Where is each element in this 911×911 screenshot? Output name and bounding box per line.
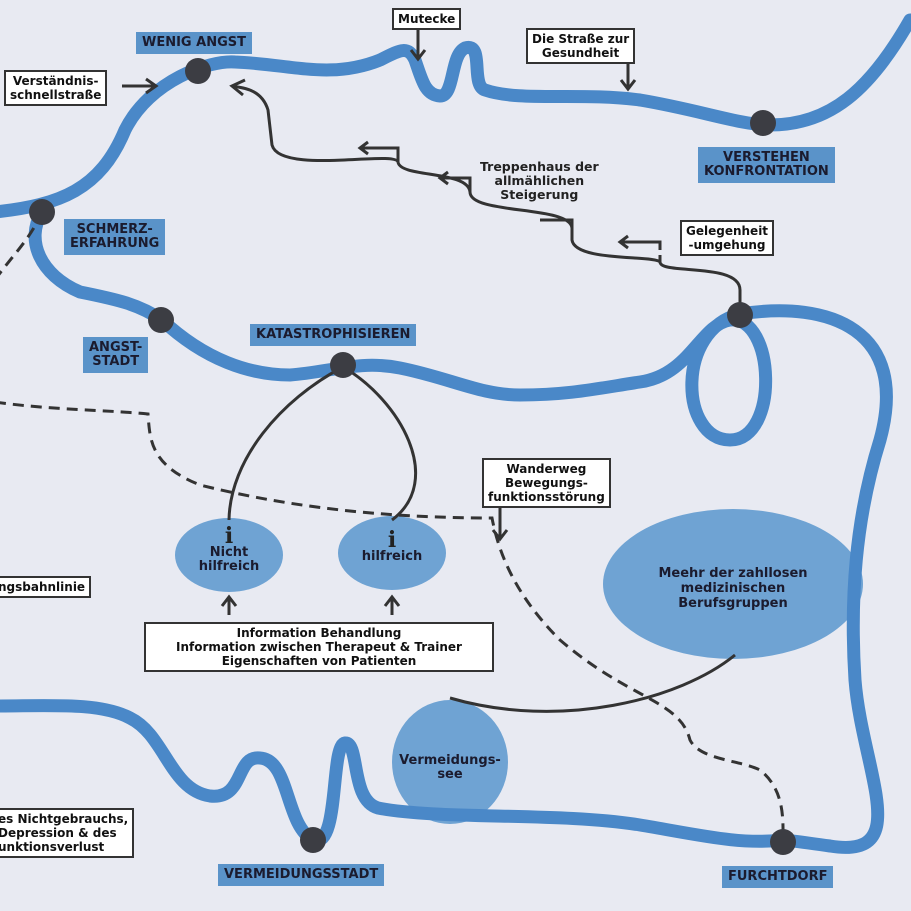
label-mutecke: Mutecke <box>392 8 462 30</box>
label-info-line3: Eigenschaften von Patienten <box>221 654 417 668</box>
river-lower <box>0 699 790 848</box>
path-to-not-helpful <box>227 365 344 521</box>
label-nicht-line1: es Nichtgebrauchs, <box>0 812 129 826</box>
dot-katastrophisieren <box>330 352 356 378</box>
path-to-helpful <box>342 365 418 522</box>
label-nicht-line2: Depression & des <box>0 826 117 840</box>
label-information: Information Behandlung Information zwisc… <box>144 622 494 672</box>
place-furchtdorf: FURCHTDORF <box>722 866 834 888</box>
dot-wenig-angst <box>185 58 211 84</box>
place-schmerz-erfahrung: SCHMERZ- ERFAHRUNG <box>64 219 166 255</box>
label-strasse-gesundheit: Die Straße zur Gesundheit <box>526 28 636 64</box>
dot-furchtdorf <box>770 829 796 855</box>
lake-medical-label: Meehr der zahllosen medizinischen Berufs… <box>640 566 826 611</box>
info-icon: i <box>387 527 397 553</box>
river-middle <box>28 205 893 854</box>
label-strasse-line2: Gesundheit <box>541 46 620 60</box>
dot-schmerz <box>29 199 55 225</box>
lake-avoidance <box>392 700 508 824</box>
node-helpful <box>338 516 446 590</box>
meehr-line3: Berufsgruppen <box>678 596 788 611</box>
dot-gelegenheit <box>727 302 753 328</box>
place-vermeidungsstadt: VERMEIDUNGSSTADT <box>218 864 385 886</box>
helpful-line1: hilfreich <box>361 549 423 564</box>
label-wanderweg-line2: Bewegungs- <box>504 476 588 490</box>
river-upper <box>0 13 911 218</box>
label-info-line2: Information zwischen Therapeut & Trainer <box>176 640 462 654</box>
label-treppe-line1: Treppenhaus der <box>480 159 599 174</box>
label-treppe-line3: Steigerung <box>500 187 579 202</box>
place-konfrontation: KONFRONTATION <box>704 164 829 179</box>
label-strasse-line1: Die Straße zur <box>532 32 630 46</box>
dot-vermeidungsstadt <box>300 827 326 853</box>
meehr-line2: medizinischen <box>680 581 786 596</box>
place-angst-line1: ANGST- <box>89 340 143 355</box>
place-schmerz-line2: ERFAHRUNG <box>70 236 160 251</box>
see-line2: see <box>437 767 463 782</box>
lake-avoidance-label: Vermeidungs- see <box>392 754 508 782</box>
label-treppenhaus: Treppenhaus der allmählichen Steigerung <box>480 160 599 202</box>
label-verstaendnis-line2: schnellstraße <box>10 88 102 102</box>
dot-angst <box>148 307 174 333</box>
label-gelegenheit-line1: Gelegenheit <box>686 224 769 238</box>
label-nichtgebrauch: es Nichtgebrauchs, Depression & des unkt… <box>0 808 135 858</box>
lake-medical-professions <box>603 509 863 659</box>
label-verstaendnis: Verständnis- schnellstraße <box>4 70 108 106</box>
meehr-line1: Meehr der zahllosen <box>658 566 808 581</box>
label-info-line1: Information Behandlung <box>236 626 402 640</box>
place-angst-line2: STADT <box>92 354 140 369</box>
info-icon: i <box>224 523 234 549</box>
place-wenig-angst: WENIG ANGST <box>136 32 252 54</box>
place-katastrophisieren: KATASTROPHISIEREN <box>250 324 417 346</box>
dot-verstehen <box>750 110 776 136</box>
label-wanderweg: Wanderweg Bewegungs- funktionsstörung <box>482 458 611 508</box>
not-helpful-line2: hilfreich <box>198 559 260 574</box>
not-helpful-line1: Nicht <box>209 545 249 560</box>
location-dots <box>29 58 796 855</box>
label-treppe-line2: allmählichen <box>494 173 585 188</box>
staircase-path <box>229 78 742 313</box>
place-angst-stadt: ANGST- STADT <box>83 337 149 373</box>
place-schmerz-line1: SCHMERZ- <box>76 222 153 237</box>
place-verstehen-konfrontation: VERSTEHEN KONFRONTATION <box>698 147 835 183</box>
place-verstehen: VERSTEHEN <box>723 150 810 165</box>
node-not-helpful-label: i Nicht hilfreich <box>189 523 269 574</box>
label-bahnlinie: ngsbahnlinie <box>0 576 92 598</box>
label-gelegenheit-line2: -umgehung <box>688 238 766 252</box>
label-verstaendnis-line1: Verständnis- <box>12 74 99 88</box>
label-nicht-line3: unktionsverlust <box>0 840 105 854</box>
label-wanderweg-line1: Wanderweg <box>506 462 587 476</box>
see-line1: Vermeidungs- <box>399 753 501 768</box>
node-not-helpful <box>175 518 283 592</box>
node-helpful-label: i hilfreich <box>352 527 432 564</box>
pointer-arrows <box>122 30 637 615</box>
path-medical-lake <box>449 653 736 713</box>
label-wanderweg-line3: funktionsstörung <box>488 490 605 504</box>
label-gelegenheit: Gelegenheit -umgehung <box>680 220 775 256</box>
